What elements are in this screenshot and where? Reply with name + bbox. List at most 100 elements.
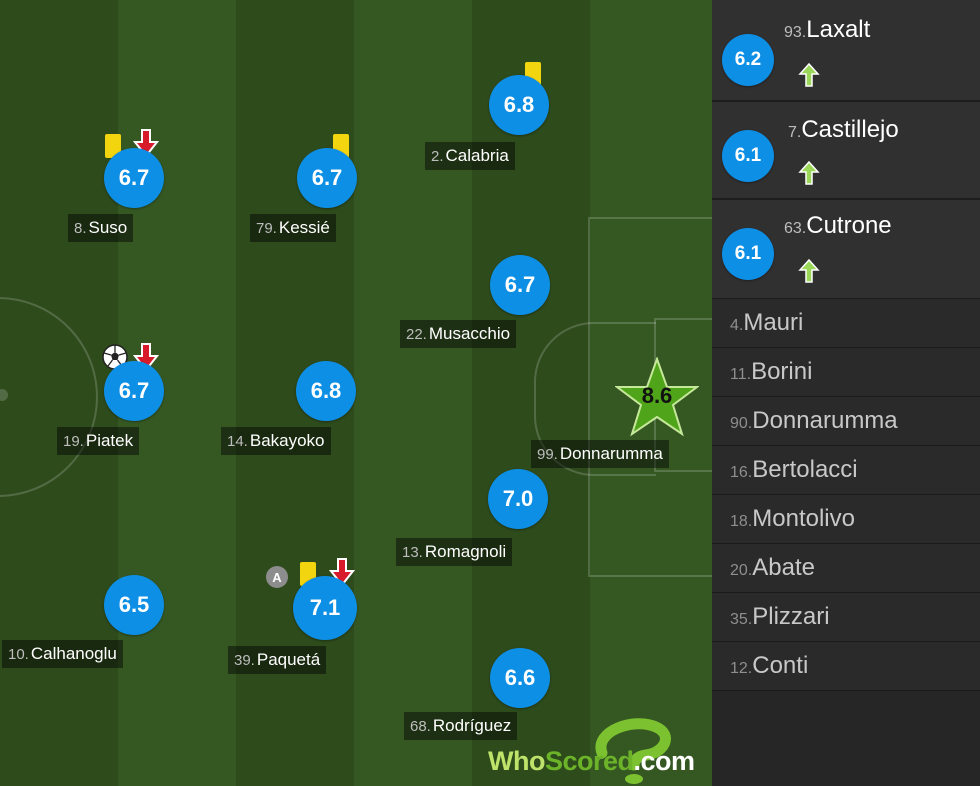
player-name: Montolivo (752, 505, 855, 532)
player-number: 7. (788, 124, 802, 141)
sub-off-arrow-icon (133, 129, 159, 158)
player-number: 39. (234, 651, 255, 669)
sub-off-arrow-icon (329, 558, 355, 587)
sub-on-arrow-icon (798, 160, 820, 185)
player-rating: 6.7 (490, 255, 550, 315)
substitutes-panel: 6.2 93.Laxalt 6.1 7.Castillejo 6.1 63.Cu… (712, 0, 980, 786)
sub-on-arrow-icon (798, 62, 820, 87)
player-number: 14. (227, 432, 248, 450)
bench-row[interactable]: 12.Conti (712, 642, 980, 691)
logo-text-who: Who (488, 746, 545, 776)
player-name: Kessié (278, 218, 330, 237)
bench-player-name: 4.Mauri (730, 309, 803, 337)
bench-row[interactable]: 18.Montolivo (712, 495, 980, 544)
sub-off-arrow-icon (133, 343, 159, 372)
player-name: Suso (88, 218, 128, 237)
penalty-box (588, 217, 712, 577)
player-number: 93. (784, 24, 807, 41)
bench-player-name: 20.Abate (730, 554, 815, 582)
whoscored-logo-icon (595, 718, 671, 784)
player-name: Rodríguez (432, 716, 512, 735)
player-number: 90. (730, 415, 753, 432)
player-number: 99. (537, 445, 558, 463)
player-rating: 6.7 (297, 148, 357, 208)
player-number: 2. (431, 147, 444, 165)
pitch-stripe (354, 0, 472, 786)
player-name-label: 13.Romagnoli (396, 538, 513, 566)
bench-row[interactable]: 11.Borini (712, 348, 980, 397)
player-name-label: 39.Paquetá (228, 646, 327, 674)
substitute-row-laxalt[interactable]: 6.2 93.Laxalt (712, 0, 980, 102)
player-number: 22. (406, 325, 427, 343)
player-name: Calabria (445, 146, 509, 165)
player-name: Bakayoko (249, 431, 325, 450)
player-name-label: 10.Calhanoglu (2, 640, 123, 668)
player-name-label: 7.Castillejo (788, 116, 899, 144)
player-name: Romagnoli (424, 542, 507, 561)
bench-row[interactable]: 20.Abate (712, 544, 980, 593)
bench-row[interactable]: 16.Bertolacci (712, 446, 980, 495)
player-name-label: 99.Donnarumma (531, 440, 669, 468)
player-name-label: 22.Musacchio (400, 320, 517, 348)
player-rating: 6.2 (722, 34, 774, 86)
player-number: 63. (784, 220, 807, 237)
captain-badge-icon: A (266, 566, 288, 588)
player-name-label: 68.Rodríguez (404, 712, 518, 740)
player-number: 8. (74, 219, 87, 237)
player-name-label: 93.Laxalt (784, 16, 870, 44)
whoscored-logo-text: WhoScored.com (488, 746, 695, 777)
center-spot (0, 389, 8, 401)
player-name: Abate (752, 554, 815, 581)
player-number: 11. (730, 366, 752, 383)
man-of-the-match-star-icon (615, 357, 699, 437)
player-name: Borini (751, 358, 813, 385)
substitute-row-castillejo[interactable]: 6.1 7.Castillejo (712, 102, 980, 200)
player-number: 12. (730, 660, 753, 677)
bench-player-name: 16.Bertolacci (730, 456, 858, 484)
bench-player-name: 35.Plizzari (730, 603, 830, 631)
player-name-label: 79.Kessié (250, 214, 336, 242)
player-name: Donnarumma (752, 407, 898, 434)
player-name: Mauri (743, 309, 804, 336)
player-number: 10. (8, 645, 29, 663)
player-number: 35. (730, 611, 753, 628)
bench-row[interactable]: 4.Mauri (712, 299, 980, 348)
player-rating: 6.8 (296, 361, 356, 421)
player-number: 79. (256, 219, 277, 237)
substitute-row-cutrone[interactable]: 6.1 63.Cutrone (712, 200, 980, 300)
logo-text-scored: Scored (544, 746, 634, 776)
player-number: 4. (730, 317, 744, 334)
player-name: Calhanoglu (30, 644, 117, 663)
player-rating: 6.6 (490, 648, 550, 708)
bench-row[interactable]: 90.Donnarumma (712, 397, 980, 446)
bench-player-name: 12.Conti (730, 652, 808, 680)
player-name-label: 63.Cutrone (784, 212, 892, 240)
player-name: Plizzari (752, 603, 830, 630)
player-rating: 6.1 (722, 130, 774, 182)
penalty-arc (534, 322, 656, 476)
player-name: Musacchio (428, 324, 511, 343)
player-rating: 8.6 (641, 383, 673, 408)
player-rating: 7.0 (488, 469, 548, 529)
player-rating: 6.1 (722, 228, 774, 280)
player-rating: 6.7 (104, 148, 164, 208)
player-name: Conti (752, 652, 809, 679)
player-rating: 7.1 (293, 576, 357, 640)
player-number: 16. (730, 464, 753, 481)
player-number: 18. (730, 513, 753, 530)
player-number: 19. (63, 432, 84, 450)
player-number: 20. (730, 562, 753, 579)
player-name-label: 8.Suso (68, 214, 134, 242)
bench-player-name: 18.Montolivo (730, 505, 855, 533)
pitch: 6.7 8.Suso 6.7 79.Kessié 6.8 2.Calabria … (0, 0, 712, 786)
sub-on-arrow-icon (798, 258, 820, 283)
player-name: Laxalt (806, 16, 871, 43)
player-name: Bertolacci (752, 456, 858, 483)
player-name: Donnarumma (559, 444, 663, 463)
bench-player-name: 90.Donnarumma (730, 407, 898, 435)
player-rating: 6.7 (104, 361, 164, 421)
bench-row[interactable]: 35.Plizzari (712, 593, 980, 642)
player-name: Paquetá (256, 650, 321, 669)
player-name-label: 14.Bakayoko (221, 427, 331, 455)
